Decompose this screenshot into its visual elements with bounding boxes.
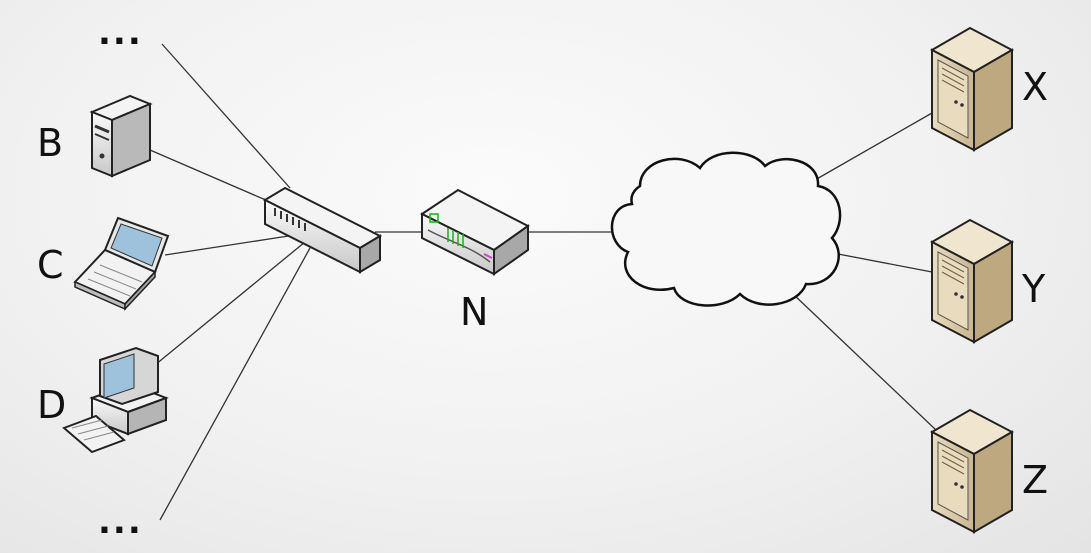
ellipsis-bottom-label: ... — [98, 502, 143, 542]
link-b-switch — [149, 149, 276, 205]
links — [149, 43, 937, 521]
server-icon[interactable] — [929, 218, 1015, 344]
server-icon[interactable] — [929, 26, 1015, 152]
host-d-label: D — [37, 383, 66, 427]
tower-computer-icon[interactable] — [89, 94, 153, 178]
link-d-switch — [154, 241, 306, 366]
router-icon[interactable] — [420, 188, 530, 276]
link-top-switch — [161, 43, 291, 189]
server-z-label: Z — [1022, 458, 1048, 502]
network-switch-icon[interactable] — [262, 186, 383, 274]
cloud-icon — [610, 151, 842, 307]
link-cloud-x — [814, 112, 933, 181]
link-bottom-switch — [159, 247, 311, 521]
laptop-icon[interactable] — [73, 216, 170, 311]
link-cloud-z — [791, 292, 937, 431]
nat-router-label: N — [460, 290, 488, 334]
host-c-label: C — [37, 243, 64, 287]
desktop-computer-icon[interactable] — [62, 346, 169, 454]
ellipsis-top-label: ... — [98, 13, 143, 53]
server-icon[interactable] — [929, 408, 1015, 534]
link-cloud-y — [837, 253, 933, 273]
link-c-switch — [164, 234, 296, 256]
server-y-label: Y — [1021, 267, 1046, 311]
host-b-label: B — [37, 121, 63, 165]
server-x-label: X — [1022, 65, 1048, 109]
